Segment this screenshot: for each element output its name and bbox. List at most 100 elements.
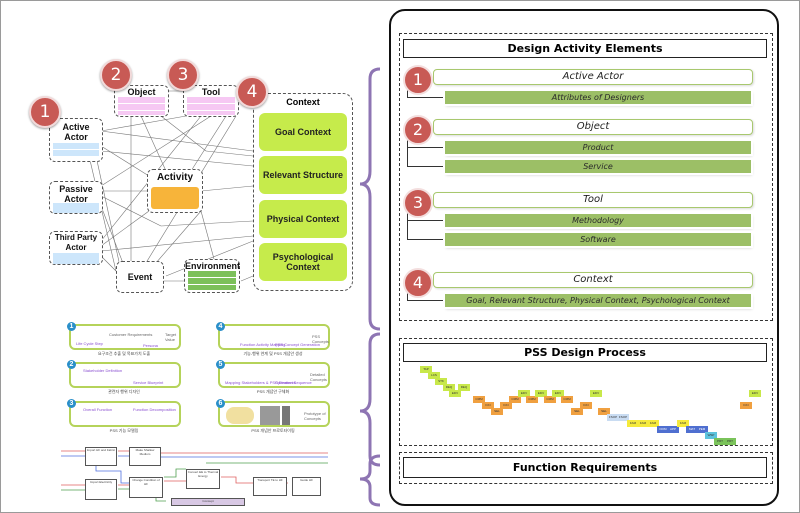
function-block: Convert EE to Thermal Energy [186,469,220,489]
psychological-context: Psychological Context [259,243,347,281]
rbadge-2: 2 [403,115,433,145]
badge-3: 3 [167,59,199,91]
sub-product: Product [445,141,751,154]
process-step-chip: CMM [509,396,521,403]
brace-design-activity [359,67,381,331]
function-block: Make Shallow Medium [129,447,161,466]
thumb-text: Stakeholder Definition [83,368,123,373]
brace-function-req [359,454,381,507]
process-step-chip: FSOP [607,414,619,421]
prototype-image [282,406,290,425]
process-step-chip: LCS [428,372,440,379]
thumb-caption: PSS 기능 모델링 [109,428,139,433]
badge-2: 2 [100,59,132,91]
sub-service: Service [445,160,751,173]
relevant-structure: Relevant Structure [259,156,347,194]
thumb-step-2: 2 Stakeholder Definition Service Bluepri… [67,360,181,388]
thumb-number: 6 [216,399,225,408]
process-step-chip: APP [667,426,679,433]
function-req-title: Function Requirements [403,457,767,478]
process-step-chip: SEL [598,408,610,415]
design-activity-section [399,33,773,321]
function-block: Guide HF [292,477,321,496]
process-step-chip: TAP [420,366,432,373]
thumb-caption: PSS 개념안 프로토타이핑 [251,428,295,433]
tree-connector [407,131,448,167]
function-req-section [399,452,773,484]
activity-node: Activity [147,169,203,213]
thumb-text: Persona [143,343,158,348]
rbadge-3: 3 [403,188,433,218]
process-step-chip: ICN [740,402,752,409]
thumb-caption: 기능-행위 연계 및 PSS 개념안 생성 [243,351,303,356]
process-step-chip: FAM [647,420,659,427]
thumb-text: Overall Function [83,407,113,412]
process-step-chip: CMM [544,396,556,403]
activity-fill [151,187,199,209]
pss-process-section [399,338,773,446]
function-block: Change Condition of HF [129,477,163,498]
thumb-step-6: 6 Prototype of Concepts [216,399,330,427]
prototype-image [260,406,280,425]
event-node: Event [116,261,164,293]
design-activity-title: Design Activity Elements [403,39,767,58]
object-node: Object [114,85,169,117]
process-step-chip: FAM [627,420,639,427]
active-actor-node: Active Actor [49,118,103,162]
thumb-number: 5 [216,360,225,369]
third-party-actor-label: Third Party Actor [54,233,98,252]
function-block: Import HF and Fabric [85,447,117,466]
thumb-caption: PSS 개념안 구체화 [256,389,290,394]
thumb-step-1: 1 Life Cycle Step Customer Requirements … [67,322,181,350]
thumb-number: 2 [67,360,76,369]
mindmap-image [226,407,254,424]
process-step-chip: PRT [724,438,736,445]
function-block: Import Electricity [85,479,117,500]
sub-software: Software [445,233,751,246]
process-step-chip: WSP [705,432,717,439]
process-step-chip: ICN [482,402,494,409]
passive-actor-label: Passive Actor [59,184,93,204]
object-label: Object [127,87,156,97]
thumb-step-3: 3 Overall Function Function Decompositio… [67,399,181,427]
process-step-chip: REQ [458,384,470,391]
thumb-number: 4 [216,322,225,331]
active-actor-label: Active Actor [62,122,90,142]
thumb-text: Mapping Stakeholders & PSS Elements [225,380,296,385]
process-step-chip: STK [435,378,447,385]
function-block: Concept [171,498,245,506]
process-step-chip: EDV [449,390,461,397]
thumb-text: Service Blueprint [133,380,164,385]
thumb-text: Function Decomposition [133,407,176,412]
thumb-caption: 요구조건 추출 및 목표가치 도출 [97,351,151,356]
context-group: Context Goal Context Relevant Structure … [253,93,353,291]
physical-context: Physical Context [259,200,347,238]
process-step-chip: FSOP [617,414,629,421]
process-step-chip: CMM [473,396,485,403]
thumb-number: 3 [67,399,76,408]
category-tool: Tool [433,192,753,208]
thumb-step-4: 4 Function Activity Mapping PSS Concept … [216,322,330,350]
environment-label: Environment [185,261,241,271]
process-step-chip: CMM [561,396,573,403]
right-panel [389,9,779,506]
process-step-chip: ICN [580,402,592,409]
thumb-text: Detailed Concepts [310,372,327,382]
context-title: Context [286,97,320,107]
process-step-chip: EDV [518,390,530,397]
tool-label: Tool [201,87,221,97]
sub-methodology: Methodology [445,214,751,227]
braces [359,67,381,507]
sub-attributes-of-designers: Attributes of Designers [445,91,751,104]
activity-label: Activity [156,172,194,183]
thumb-text: PSS Concept Generation [275,342,320,347]
thumb-text: Function Activity Mapping [240,342,286,347]
thumb-text: Target Value [165,332,177,342]
process-step-chip: DOM [657,426,669,433]
category-active-actor: Active Actor [433,69,753,85]
process-step-chip: MAT [686,426,698,433]
thumb-text: Operation Sequence [275,380,312,385]
thumb-caption: 관련자 행위 디자인 [108,389,140,394]
brace-pss-process [359,332,381,467]
thumb-step-5: 5 Mapping Stakeholders & PSS Elements Op… [216,360,330,388]
